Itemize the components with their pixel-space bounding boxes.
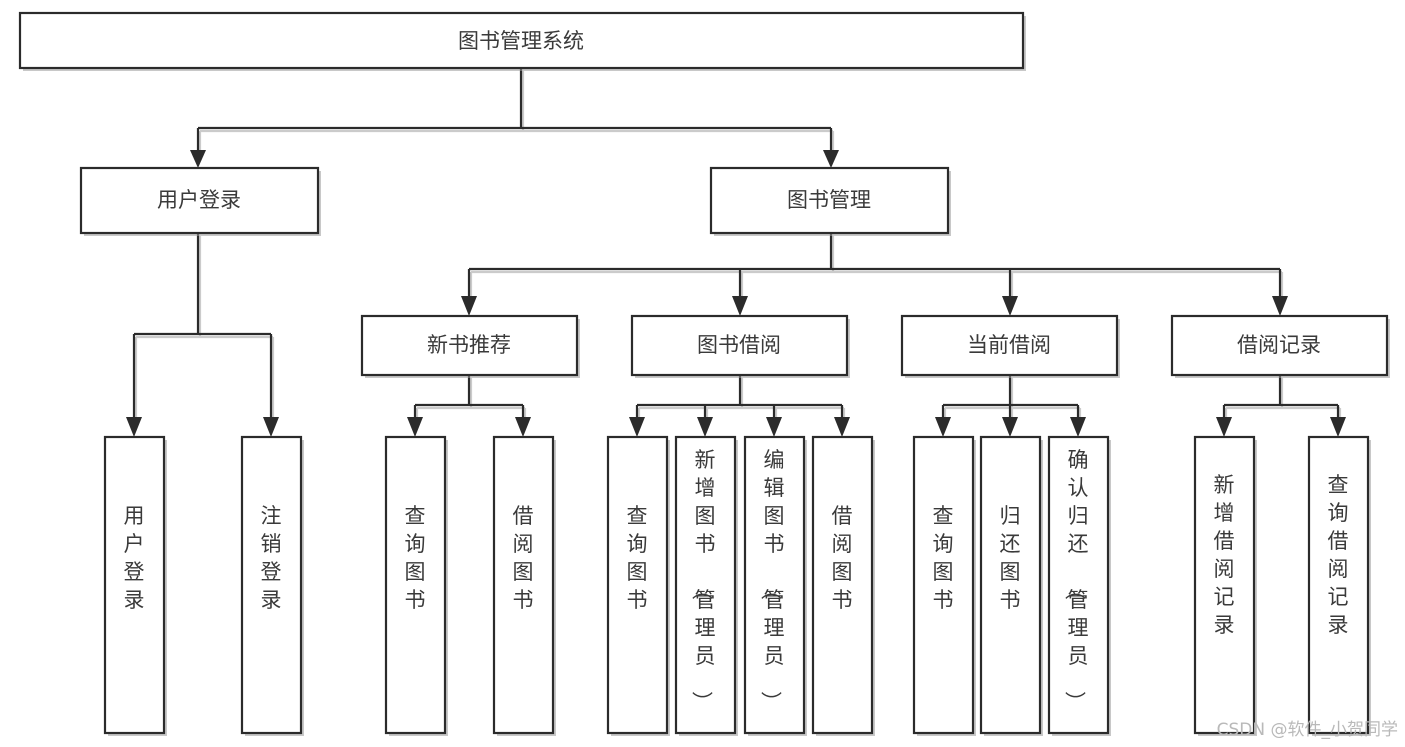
node-borrow-record-label: 借阅记录 (1237, 333, 1321, 357)
node-root[interactable]: 图书管理系统 (18, 11, 1026, 71)
node-leaf-edit-book-label: 编辑图书（管理员） (759, 448, 785, 712)
csdn-watermark: CSDN @软件_小贺同学 (1217, 720, 1398, 740)
node-leaf-add-book-label: 新增图书（管理员） (690, 448, 716, 712)
node-borrow-record[interactable]: 借阅记录 (1170, 314, 1390, 378)
node-leaf-confirm-return[interactable]: 确认归还（管理员） (1047, 435, 1111, 736)
connector-borrow-record-to-leaves (1216, 375, 1346, 437)
node-leaf-borrow-book-1[interactable]: 借阅图书 (492, 435, 556, 736)
node-leaf-add-book[interactable]: 新增图书（管理员） (674, 435, 738, 736)
node-leaf-borrow-book-2[interactable]: 借阅图书 (811, 435, 875, 736)
node-current-borrow[interactable]: 当前借阅 (900, 314, 1120, 378)
node-user-login-label: 用户登录 (157, 188, 241, 212)
node-leaf-user-login[interactable]: 用户登录 (103, 435, 167, 736)
node-leaf-borrow-book-1-label: 借阅图书 (513, 504, 534, 612)
node-leaf-add-record[interactable]: 新增借阅记录 (1193, 435, 1257, 736)
connector-book-borrow-to-leaves (629, 375, 850, 437)
node-leaf-edit-book[interactable]: 编辑图书（管理员） (743, 435, 807, 736)
connector-new-book-recommend-to-leaves (407, 375, 531, 437)
node-book-manage-label: 图书管理 (787, 188, 871, 212)
node-leaf-query-book-3[interactable]: 查询图书 (912, 435, 976, 736)
node-leaf-query-record[interactable]: 查询借阅记录 (1307, 435, 1371, 736)
node-leaf-return-book-label: 归还图书 (1000, 504, 1021, 612)
node-book-borrow[interactable]: 图书借阅 (630, 314, 850, 378)
node-current-borrow-label: 当前借阅 (967, 333, 1051, 357)
node-leaf-user-logout-label: 注销登录 (261, 504, 282, 612)
connector-user-login-to-leaves (126, 233, 279, 437)
node-book-manage[interactable]: 图书管理 (709, 166, 951, 236)
node-new-book-recommend[interactable]: 新书推荐 (360, 314, 580, 378)
connector-root-to-level2 (190, 68, 839, 168)
node-leaf-query-record-label: 查询借阅记录 (1328, 473, 1349, 637)
node-leaf-query-book-2[interactable]: 查询图书 (606, 435, 670, 736)
node-leaf-query-book-1[interactable]: 查询图书 (384, 435, 448, 736)
node-leaf-query-book-3-label: 查询图书 (933, 504, 954, 612)
node-leaf-query-book-2-label: 查询图书 (627, 504, 648, 612)
connector-current-borrow-to-leaves (935, 375, 1086, 437)
connector-book-manage-to-level3 (461, 233, 1288, 316)
node-leaf-return-book[interactable]: 归还图书 (979, 435, 1043, 736)
node-leaf-confirm-return-label: 确认归还（管理员） (1063, 448, 1089, 712)
node-root-label: 图书管理系统 (458, 29, 584, 53)
node-leaf-add-record-label: 新增借阅记录 (1214, 473, 1235, 637)
node-leaf-user-logout[interactable]: 注销登录 (240, 435, 304, 736)
node-book-borrow-label: 图书借阅 (697, 333, 781, 357)
node-user-login[interactable]: 用户登录 (79, 166, 321, 236)
node-leaf-borrow-book-2-label: 借阅图书 (832, 504, 853, 612)
node-leaf-user-login-label: 用户登录 (124, 504, 145, 612)
node-leaf-query-book-1-label: 查询图书 (405, 504, 426, 612)
node-new-book-recommend-label: 新书推荐 (427, 333, 511, 357)
